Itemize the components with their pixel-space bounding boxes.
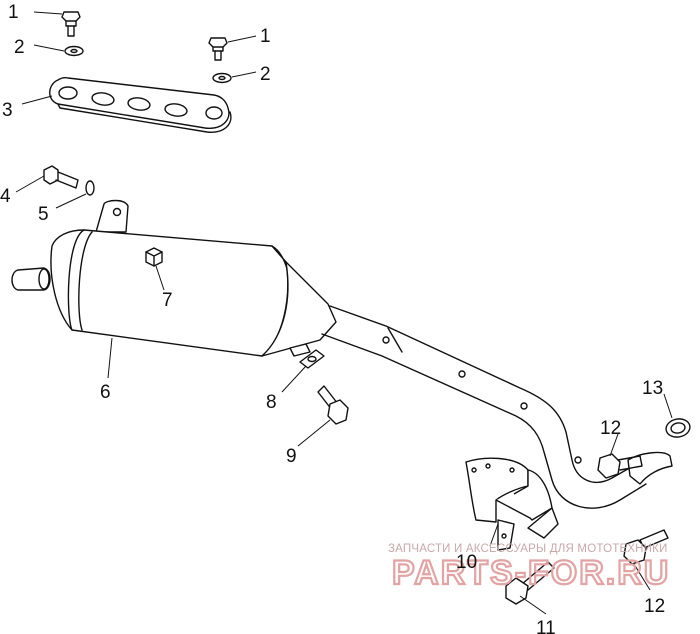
washer-part-2-right <box>212 72 232 84</box>
callout-1-right: 1 <box>260 26 271 47</box>
callout-5: 5 <box>38 204 49 225</box>
watermark-brand: PARTS-FOR.RU <box>392 554 670 592</box>
washer-part-5 <box>85 180 95 196</box>
head-pipe <box>321 305 673 509</box>
callout-2-right: 2 <box>260 64 271 85</box>
bolt-part-4 <box>43 165 79 189</box>
bolt-part-1-left <box>61 11 81 37</box>
ring-gasket-part-13 <box>665 418 691 438</box>
bolt-part-12-upper <box>597 453 643 479</box>
callout-1-left: 1 <box>8 2 19 23</box>
callout-numbers: 1 2 1 2 3 4 5 6 7 8 9 10 11 12 12 13 <box>0 2 665 634</box>
callout-6: 6 <box>100 382 111 403</box>
nut-part-7 <box>145 247 163 267</box>
callout-4: 4 <box>0 186 11 207</box>
callout-12-lower: 12 <box>644 596 665 617</box>
watermark: ЗАПЧАСТИ И АКСЕССУАРЫ ДЛЯ МОТОТЕХНИКИ PA… <box>388 543 670 593</box>
callout-13: 13 <box>642 378 663 399</box>
callout-12-upper: 12 <box>600 418 621 439</box>
bolt-part-12-lower <box>623 529 669 565</box>
callout-8: 8 <box>266 392 277 413</box>
callout-10: 10 <box>456 552 477 573</box>
callout-9: 9 <box>286 446 297 467</box>
bracket-plate-part-3 <box>49 76 232 133</box>
bolt-part-9 <box>317 385 349 425</box>
leader-lines <box>15 11 673 615</box>
washer-part-2-left <box>64 45 84 57</box>
heat-shield-part-10 <box>465 457 559 551</box>
callout-2-left: 2 <box>14 37 25 58</box>
callout-11: 11 <box>536 618 556 634</box>
bolt-part-1-right <box>208 37 228 61</box>
callout-7: 7 <box>162 290 173 311</box>
muffler-part-6 <box>11 199 337 357</box>
callout-3: 3 <box>2 100 13 121</box>
watermark-tagline: ЗАПЧАСТИ И АКСЕССУАРЫ ДЛЯ МОТОТЕХНИКИ <box>388 543 668 555</box>
